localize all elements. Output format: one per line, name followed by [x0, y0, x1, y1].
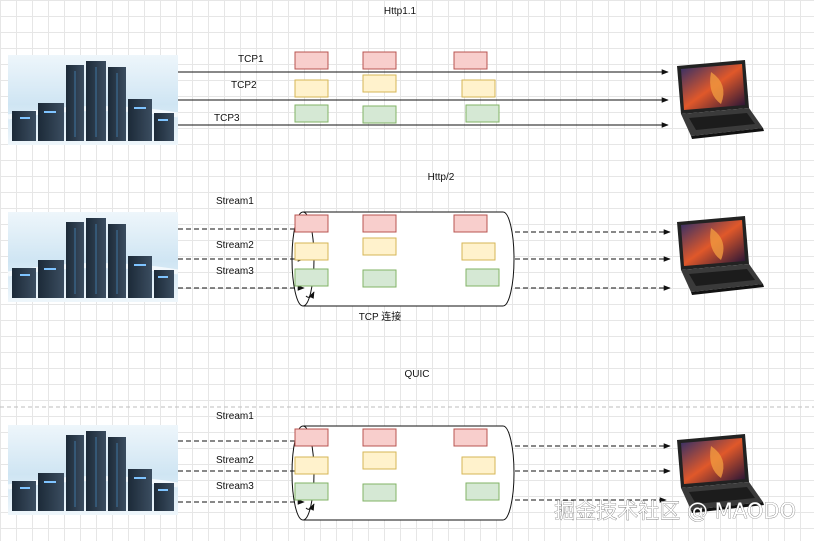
quic-stream2-packets: [294, 451, 496, 475]
packet: [294, 104, 329, 123]
stream2-label: Stream2: [216, 240, 254, 251]
packet: [362, 214, 397, 233]
tcp1-packets: [294, 51, 488, 70]
packet: [362, 451, 397, 470]
packet: [465, 104, 500, 123]
stream3-packets: [294, 268, 500, 288]
packet: [461, 79, 496, 98]
stream3-label: Stream3: [216, 266, 254, 277]
packet: [362, 428, 397, 447]
packet: [453, 428, 488, 447]
server-rack-icon: [8, 425, 178, 515]
quic-title: QUIC: [405, 369, 430, 380]
packet: [294, 242, 329, 261]
tcp-connection-label: TCP 连接: [359, 310, 402, 323]
laptop-icon: [677, 216, 764, 295]
packet: [362, 74, 397, 93]
packet: [294, 79, 329, 98]
packet: [294, 214, 329, 233]
tcp3-label: TCP3: [214, 113, 240, 124]
stream1-label: Stream1: [216, 196, 254, 207]
watermark: 掘金技术社区 @ MAODO: [554, 499, 796, 523]
tcp2-packets: [294, 74, 496, 98]
server-rack-icon: [8, 212, 178, 302]
packet: [465, 482, 500, 501]
packet: [362, 483, 397, 502]
packet: [294, 51, 329, 70]
stream1-packets: [294, 214, 488, 233]
laptop-icon: [677, 60, 764, 139]
tcp2-label: TCP2: [231, 80, 257, 91]
packet: [294, 268, 329, 287]
stream1-label: Stream1: [216, 411, 254, 422]
packet: [362, 269, 397, 288]
packet: [465, 268, 500, 287]
packet: [362, 105, 397, 124]
quic-section: QUIC Stream1 Stream2 Stream3: [8, 369, 764, 521]
quic-stream1-packets: [294, 428, 488, 447]
tcp1-label: TCP1: [238, 54, 264, 65]
http11-title: Http1.1: [384, 6, 417, 17]
packet: [294, 428, 329, 447]
packet: [461, 456, 496, 475]
http11-section: Http1.1 TCP1 TCP2 TCP3: [8, 6, 764, 145]
packet: [294, 456, 329, 475]
stream3-label: Stream3: [216, 481, 254, 492]
packet: [362, 237, 397, 256]
server-rack-icon: [8, 55, 178, 145]
stream2-packets: [294, 237, 496, 261]
packet: [362, 51, 397, 70]
tcp3-packets: [294, 104, 500, 124]
packet: [461, 242, 496, 261]
http2-title: Http/2: [428, 172, 455, 183]
packet: [294, 482, 329, 501]
stream2-label: Stream2: [216, 455, 254, 466]
packet: [453, 214, 488, 233]
http2-section: Http/2 Stream1 Stream2 Stream3: [8, 172, 764, 323]
quic-stream3-packets: [294, 482, 500, 502]
packet: [453, 51, 488, 70]
